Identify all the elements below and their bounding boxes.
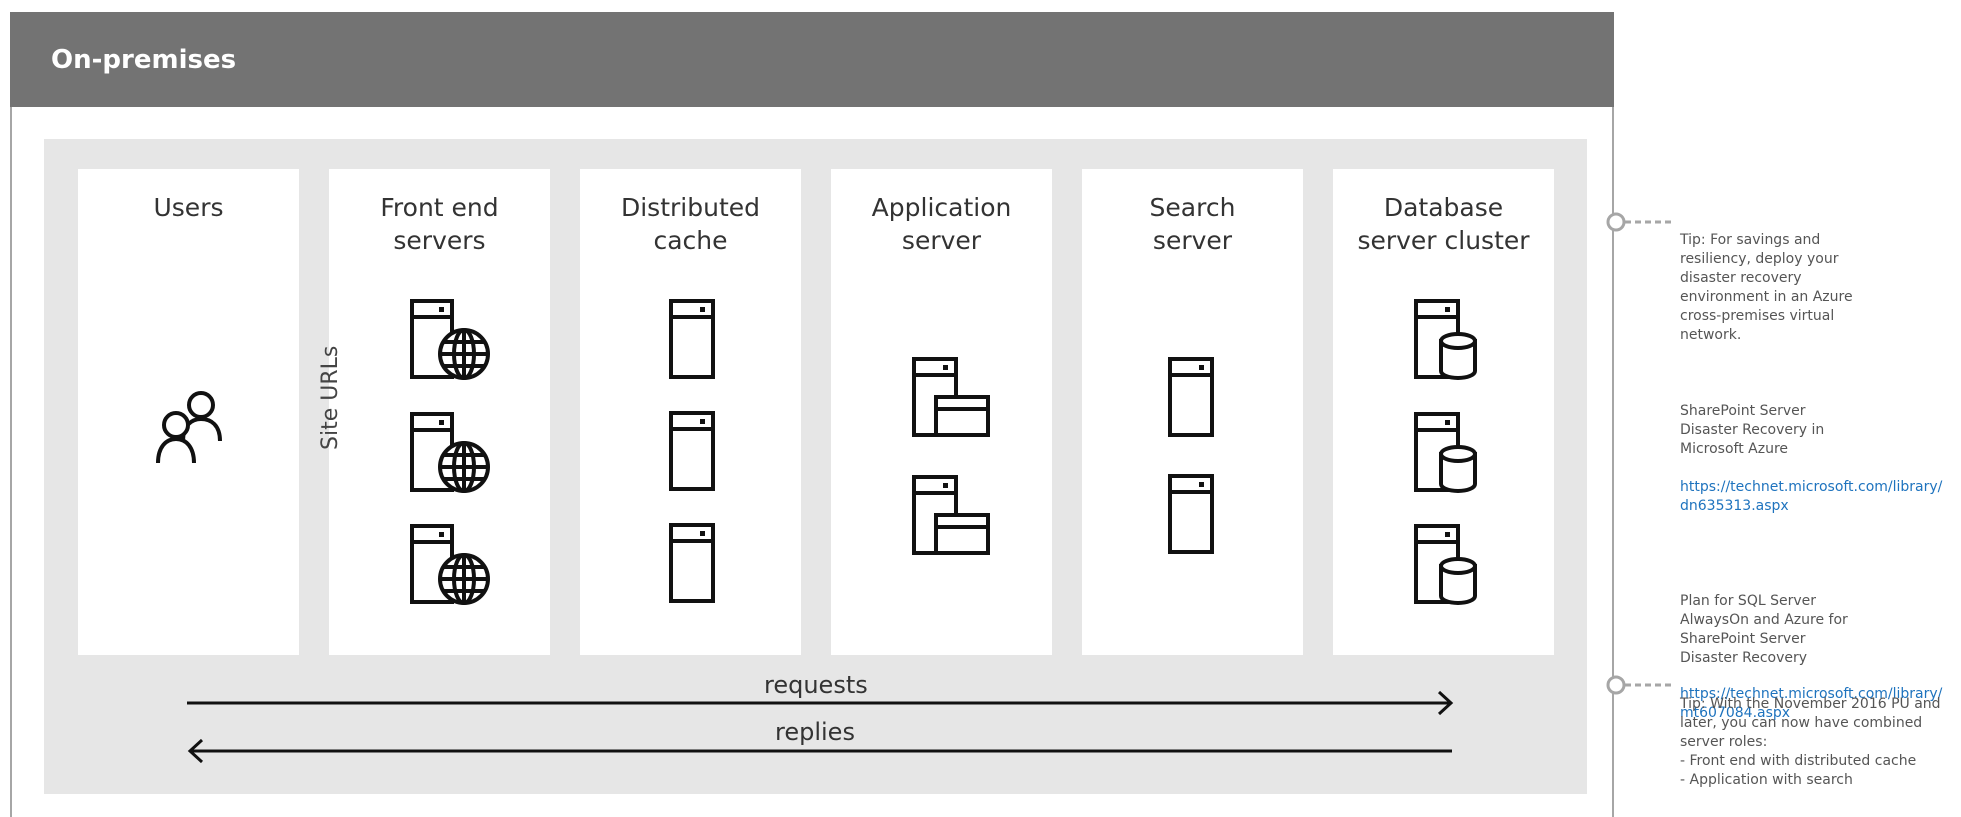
users-icon [156,391,222,463]
column-users: Users [78,169,299,655]
database-server-icon [1414,524,1477,605]
tip2-connector-dot [1606,675,1626,695]
column-title-users: Users [153,193,224,222]
tip2-text: Tip: With the November 2016 PU and later… [1680,696,1941,788]
web-server-icon [410,299,490,380]
app-server-icon [912,357,990,437]
database-server-icon [1414,299,1477,380]
requests-label: requests [764,671,868,699]
app-server-icon [912,475,990,555]
column-database-server-cluster: Database server cluster [1333,169,1554,655]
web-server-icon [410,524,490,605]
server-icon [1168,474,1214,554]
header-title: On-premises [51,45,237,75]
web-server-icon [410,412,490,493]
requests-arrow-head [1437,690,1454,716]
database-server-icon [1414,412,1477,493]
replies-arrow-head [187,738,204,764]
server-icon [1168,357,1214,437]
tip1-ref2-title: Plan for SQL Server AlwaysOn and Azure f… [1680,593,1848,666]
column-front-end-servers: Front end servers [329,169,550,655]
tip1-ref2-link[interactable]: https://technet.microsoft.com/library/ m… [1680,686,1943,721]
server-farm-panel [44,139,1587,794]
tip1-ref1-link[interactable]: https://technet.microsoft.com/library/ d… [1680,479,1943,514]
replies-label: replies [775,718,855,746]
column-title-application-server: Application server [871,193,1012,255]
tip-combined-roles: Tip: With the November 2016 PU and later… [1680,676,1955,809]
column-application-server: Application server [831,169,1052,655]
column-title-front-end: Front end servers [380,193,499,255]
tip-savings: Tip: For savings and resiliency, deploy … [1680,212,1950,742]
column-title-search-server: Search server [1149,193,1236,255]
column-title-distributed-cache: Distributed cache [620,193,760,255]
tip1-text: Tip: For savings and resiliency, deploy … [1680,232,1853,343]
column-title-database-cluster: Database server cluster [1357,193,1530,255]
server-icon [669,299,715,379]
on-premises-frame [10,12,1614,817]
server-icon [669,523,715,603]
tip1-connector-dot [1606,212,1626,232]
column-distributed-cache: Distributed cache [580,169,801,655]
on-premises-header: On-premises [10,12,1614,107]
tip1-ref1-title: SharePoint Server Disaster Recovery in M… [1680,403,1825,457]
server-icon [669,411,715,491]
column-search-server: Search server [1082,169,1303,655]
